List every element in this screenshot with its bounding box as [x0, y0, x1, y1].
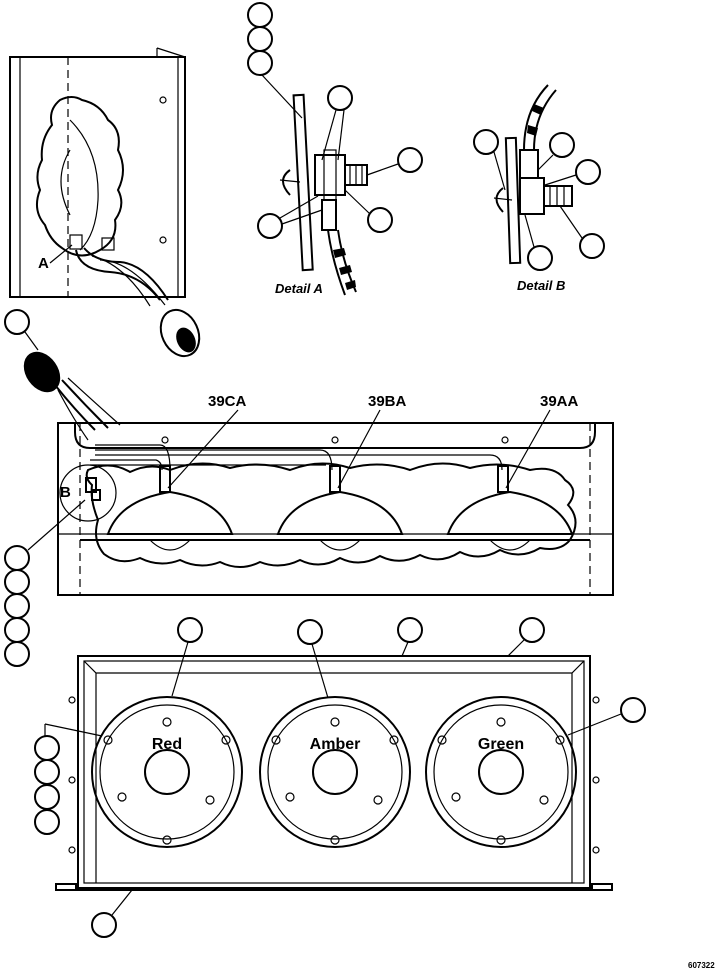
lamp-green: Green [425, 696, 577, 848]
callout-circle [4, 593, 30, 619]
callout-circle [473, 129, 499, 155]
callout-circle [397, 617, 423, 643]
lamp-label-amber: Amber [310, 736, 361, 753]
callout-circle [34, 759, 60, 785]
callout-circle [247, 26, 273, 52]
callout-circle [4, 617, 30, 643]
wire-label-39aa: 39AA [540, 393, 579, 410]
callout-circle [34, 784, 60, 810]
callout-circle [367, 207, 393, 233]
detail-a-title: Detail A [275, 281, 323, 296]
callout-circle [549, 132, 575, 158]
detail-a-view: Detail A [247, 2, 423, 296]
callout-circle [91, 912, 117, 938]
lamp-label-red: Red [152, 736, 182, 753]
callout-circle [4, 545, 30, 571]
callout-circle [247, 50, 273, 76]
detail-b-view: Detail B [473, 84, 605, 293]
detail-b-title: Detail B [517, 278, 565, 293]
reference-label-b: B [60, 484, 71, 501]
top-cutaway-view: B 39CA 39BA 39AA [4, 309, 614, 667]
front-view: Red Amber Green [34, 617, 646, 938]
callout-circle [579, 233, 605, 259]
callout-circle [257, 213, 283, 239]
callout-circle [297, 619, 323, 645]
wire-label-39ba: 39BA [368, 393, 407, 410]
drawing-number: 607322 [688, 961, 715, 970]
reference-label-a: A [38, 255, 49, 272]
callout-circle [34, 735, 60, 761]
callout-circle [519, 617, 545, 643]
lamp-red: Red [91, 696, 243, 848]
callout-circle [527, 245, 553, 271]
callout-circle [327, 85, 353, 111]
side-cutaway-view: A [9, 47, 201, 358]
callout-circle [620, 697, 646, 723]
lamp-label-green: Green [478, 736, 524, 753]
callout-circle [397, 147, 423, 173]
wire-label-39ca: 39CA [208, 393, 247, 410]
callout-circle [4, 569, 30, 595]
callout-circle [247, 2, 273, 28]
callout-circle [4, 309, 30, 335]
callout-circle [34, 809, 60, 835]
callout-circle [4, 641, 30, 667]
callout-circle [575, 159, 601, 185]
lamp-amber: Amber [259, 696, 411, 848]
callout-circle [177, 617, 203, 643]
